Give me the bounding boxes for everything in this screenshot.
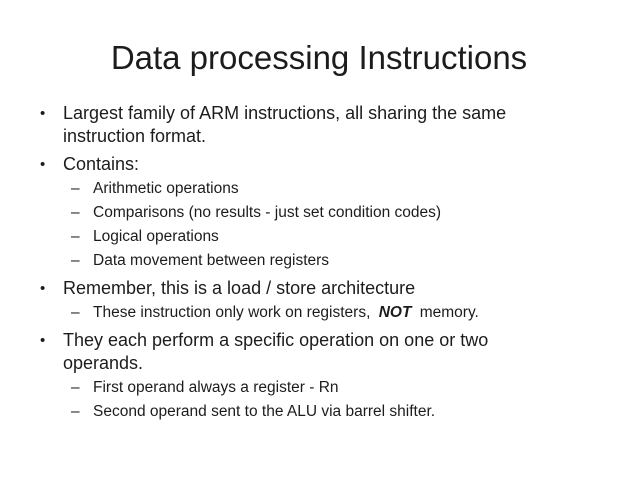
- dash-marker: –: [71, 304, 80, 321]
- bullet-item: • Remember, this is a load / store archi…: [40, 277, 610, 300]
- bullet-marker: •: [40, 280, 46, 297]
- slide-body: • Largest family of ARM instructions, al…: [0, 102, 638, 423]
- bullet-text: They each perform a specific operation o…: [63, 330, 489, 373]
- bullet-text-prefix: These instruction only work on registers…: [93, 304, 375, 321]
- bullet-text: Largest family of ARM instructions, all …: [63, 103, 507, 146]
- dash-marker: –: [71, 403, 80, 420]
- bullet-text: Logical operations: [93, 228, 219, 245]
- sub-bullet-item: – Arithmetic operations: [71, 177, 610, 200]
- dash-marker: –: [71, 228, 80, 245]
- bullet-marker: •: [40, 332, 46, 349]
- bullet-text: Comparisons (no results - just set condi…: [93, 204, 442, 221]
- dash-marker: –: [71, 180, 80, 197]
- bullet-marker: •: [40, 105, 46, 122]
- bullet-text-emphasis: NOT: [378, 304, 412, 321]
- bullet-text: Data movement between registers: [93, 252, 330, 269]
- slide-title: Data processing Instructions: [110, 39, 528, 76]
- bullet-text-suffix: memory.: [415, 304, 479, 321]
- bullet-item: • Contains:: [40, 153, 610, 176]
- sub-bullet-item: – Logical operations: [71, 225, 610, 248]
- sub-bullet-item: – First operand always a register - Rn: [71, 376, 610, 399]
- bullet-text: First operand always a register - Rn: [93, 379, 339, 396]
- sub-bullet-item: – Comparisons (no results - just set con…: [71, 201, 610, 224]
- dash-marker: –: [71, 379, 80, 396]
- sub-bullet-item: – Second operand sent to the ALU via bar…: [71, 400, 610, 423]
- sub-bullet-item: – These instruction only work on registe…: [71, 301, 610, 324]
- dash-marker: –: [71, 252, 80, 269]
- bullet-text: Second operand sent to the ALU via barre…: [93, 403, 436, 420]
- bullet-item: • They each perform a specific operation…: [40, 329, 610, 375]
- sub-bullet-item: – Data movement between registers: [71, 249, 610, 272]
- dash-marker: –: [71, 204, 80, 221]
- bullet-marker: •: [40, 156, 46, 173]
- bullet-text: Arithmetic operations: [93, 180, 239, 197]
- bullet-text: Contains:: [63, 154, 140, 174]
- bullet-item: • Largest family of ARM instructions, al…: [40, 102, 610, 148]
- bullet-text: These instruction only work on registers…: [93, 301, 479, 324]
- bullet-text: Remember, this is a load / store archite…: [63, 278, 416, 298]
